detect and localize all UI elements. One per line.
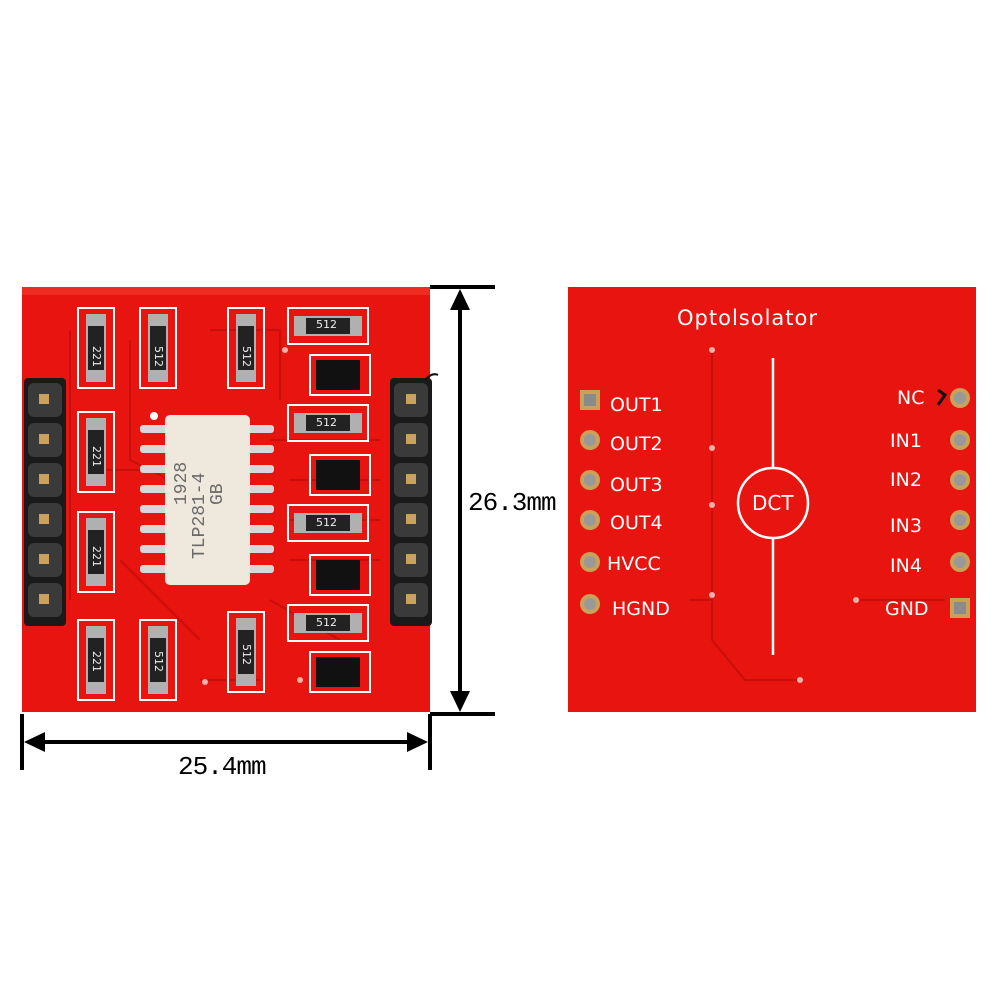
dimension-lines	[20, 285, 495, 770]
pin-label-hvcc: HVCC	[607, 553, 661, 575]
pin-label-out4: OUT4	[610, 512, 663, 534]
dct-label: DCT	[752, 491, 794, 515]
chip-line-2: TLP281-4	[190, 472, 210, 559]
resistor-code: 512	[240, 644, 253, 665]
front-horizontal-resistors	[287, 307, 369, 642]
resistor-code: 512	[240, 346, 253, 367]
pin-label-gnd: GND	[885, 598, 929, 620]
back-right-pads	[950, 388, 970, 618]
pin-label-out3: OUT3	[610, 474, 663, 496]
left-pin-header	[24, 378, 66, 626]
right-pin-header	[390, 373, 439, 626]
resistor-code: 512	[152, 651, 165, 672]
height-dimension-label: 26.3mm	[468, 488, 557, 518]
pin-label-in1: IN1	[890, 430, 922, 452]
board-title: Optolsolator	[677, 306, 818, 330]
resistor-code: 512	[316, 416, 337, 429]
pin-label-out1: OUT1	[610, 394, 663, 416]
pin-label-out2: OUT2	[610, 433, 663, 455]
back-traces	[690, 350, 945, 681]
pin-label-nc: NC	[897, 387, 925, 409]
back-board	[568, 287, 976, 712]
pin-label-in4: IN4	[890, 555, 922, 577]
resistor-code: 221	[90, 651, 103, 672]
front-resistors	[77, 307, 265, 701]
resistor-code: 221	[90, 446, 103, 467]
chip-line-1: 1928	[172, 461, 192, 505]
pin-label-hgnd: HGND	[612, 598, 670, 620]
dimension-arrows	[24, 289, 470, 752]
resistor-code: 512	[316, 616, 337, 629]
front-leds	[309, 354, 371, 693]
chip-marking: 1928 TLP281-4 GB	[165, 415, 250, 585]
back-left-pads	[580, 390, 600, 614]
pin-label-in2: IN2	[890, 469, 922, 491]
width-dimension-label: 25.4mm	[178, 752, 267, 782]
optocoupler-chip	[165, 415, 250, 585]
resistor-code: 221	[90, 346, 103, 367]
pin-label-in3: IN3	[890, 515, 922, 537]
dct-circle	[736, 466, 810, 540]
front-board	[22, 287, 439, 712]
chip-line-3: GB	[208, 483, 228, 505]
resistor-code: 512	[316, 516, 337, 529]
resistor-code: 512	[152, 346, 165, 367]
resistor-code: 512	[316, 318, 337, 331]
resistor-code: 221	[90, 546, 103, 567]
